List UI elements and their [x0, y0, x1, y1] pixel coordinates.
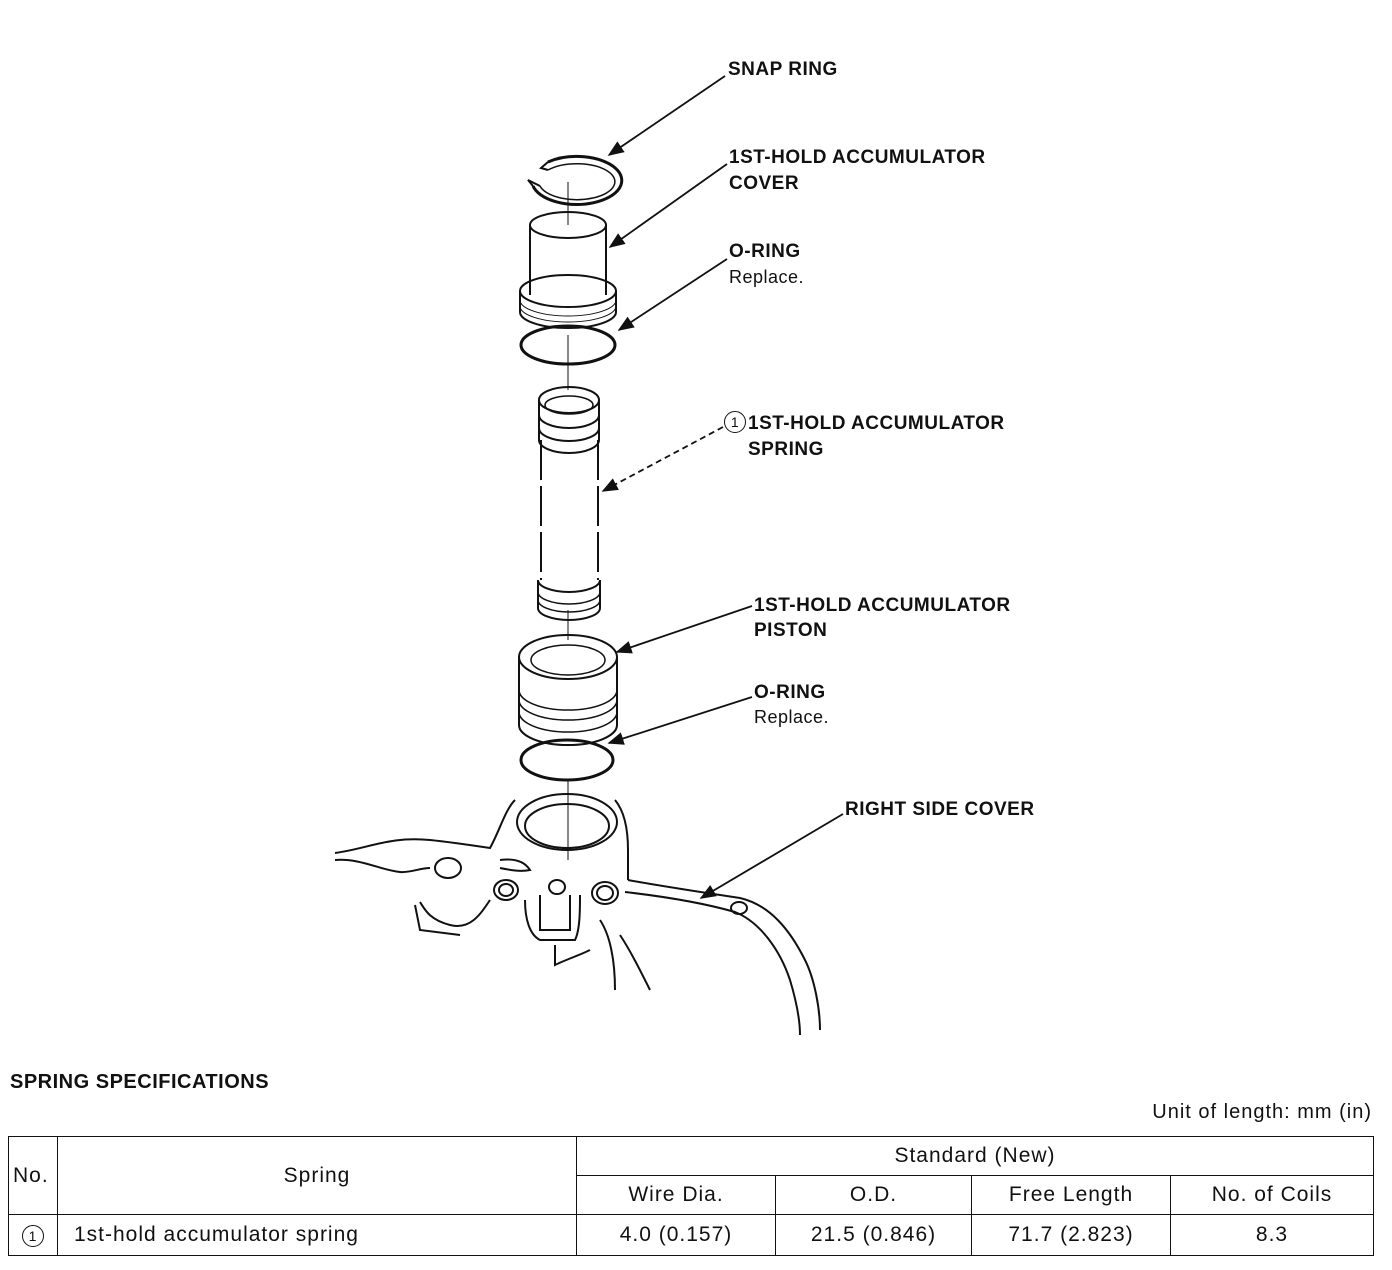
cell-no: 1: [8, 1214, 58, 1256]
table-subheader-row: Wire Dia. O.D. Free Length No. of Coils: [9, 1175, 1374, 1215]
accumulator-spring-part: [537, 386, 601, 621]
cell-od: 21.5 (0.846): [775, 1214, 972, 1256]
label-snap-ring: SNAP RING: [728, 59, 838, 80]
header-coils: No. of Coils: [1170, 1175, 1374, 1215]
header-wire-dia: Wire Dia.: [576, 1175, 776, 1215]
label-oring-top: O-RING: [729, 241, 801, 262]
cell-free-length: 71.7 (2.823): [971, 1214, 1171, 1256]
label-oring-bottom: O-RING: [754, 682, 826, 703]
label-oring-bottom-note: Replace.: [754, 707, 830, 727]
cell-spring: 1st-hold accumulator spring: [57, 1214, 577, 1256]
exploded-view-diagram: SNAP RING 1ST-HOLD ACCUMULATOR COVER O-R…: [334, 59, 1035, 1036]
table-header-row: No. Spring Standard (New): [8, 1136, 1374, 1215]
unit-note: Unit of length: mm (in): [1152, 1101, 1372, 1123]
label-spring-line2: SPRING: [748, 439, 824, 460]
spec-title: SPRING SPECIFICATIONS: [10, 1071, 270, 1093]
accumulator-cover-part: [519, 211, 617, 329]
header-free-length: Free Length: [971, 1175, 1171, 1215]
table-row: 1 1st-hold accumulator spring 4.0 (0.157…: [8, 1214, 1374, 1256]
header-no: No.: [8, 1136, 58, 1215]
spring-spec-table: No. Spring Standard (New) Wire Dia. O.D.…: [8, 1136, 1374, 1256]
cell-wire-dia: 4.0 (0.157): [576, 1214, 776, 1256]
snap-ring-part: [527, 154, 624, 206]
header-standard: Standard (New): [576, 1136, 1374, 1176]
label-right-side-cover: RIGHT SIDE COVER: [845, 799, 1035, 820]
accumulator-piston-part: [518, 634, 618, 746]
header-spring: Spring: [57, 1136, 577, 1215]
header-od: O.D.: [775, 1175, 972, 1215]
right-side-cover-part: [334, 793, 821, 1036]
label-cover-line2: COVER: [729, 173, 800, 194]
item-number-marker: 1: [724, 411, 746, 433]
lower-o-ring-part: [519, 738, 615, 782]
label-piston-line1: 1ST-HOLD ACCUMULATOR: [754, 595, 1011, 616]
label-spring-text: 1ST-HOLD ACCUMULATOR: [748, 413, 1005, 434]
cell-coils: 8.3: [1170, 1214, 1374, 1256]
label-oring-top-note: Replace.: [729, 267, 805, 287]
label-cover-line1: 1ST-HOLD ACCUMULATOR: [729, 147, 986, 168]
exploded-view-drawing: [334, 75, 844, 1036]
item-number-marker: 1: [22, 1225, 44, 1247]
upper-o-ring-part: [519, 324, 617, 366]
label-piston-line2: PISTON: [754, 620, 828, 641]
